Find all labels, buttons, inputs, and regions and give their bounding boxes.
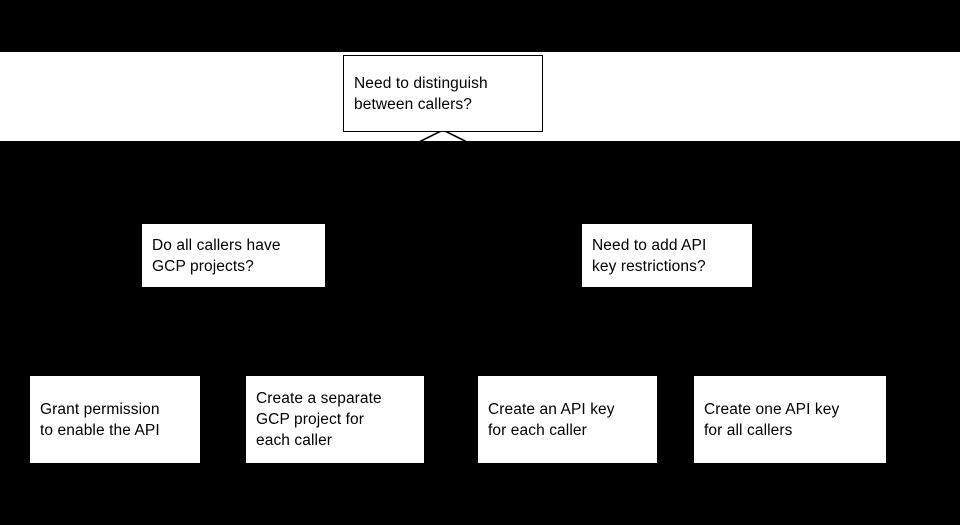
node-root-question[interactable]: Need to distinguish between callers? xyxy=(343,55,543,132)
node-separate-gcp-project-outcome[interactable]: Create a separate GCP project for each c… xyxy=(246,376,424,463)
node-separate-gcp-project-outcome-label: Create a separate GCP project for each c… xyxy=(256,390,382,449)
node-api-key-restrictions-question-label: Need to add API key restrictions? xyxy=(592,236,707,275)
node-api-key-each-caller-outcome-label: Create an API key for each caller xyxy=(488,400,615,439)
node-grant-permission-outcome-label: Grant permission to enable the API xyxy=(40,400,160,439)
node-api-key-all-callers-outcome[interactable]: Create one API key for all callers xyxy=(694,376,886,463)
node-api-key-all-callers-outcome-label: Create one API key for all callers xyxy=(704,400,840,439)
node-gcp-projects-question[interactable]: Do all callers have GCP projects? xyxy=(142,224,325,287)
node-api-key-each-caller-outcome[interactable]: Create an API key for each caller xyxy=(478,376,657,463)
node-gcp-projects-question-label: Do all callers have GCP projects? xyxy=(152,236,281,275)
node-grant-permission-outcome[interactable]: Grant permission to enable the API xyxy=(30,376,200,463)
node-root-question-label: Need to distinguish between callers? xyxy=(354,74,488,113)
node-api-key-restrictions-question[interactable]: Need to add API key restrictions? xyxy=(582,224,752,287)
